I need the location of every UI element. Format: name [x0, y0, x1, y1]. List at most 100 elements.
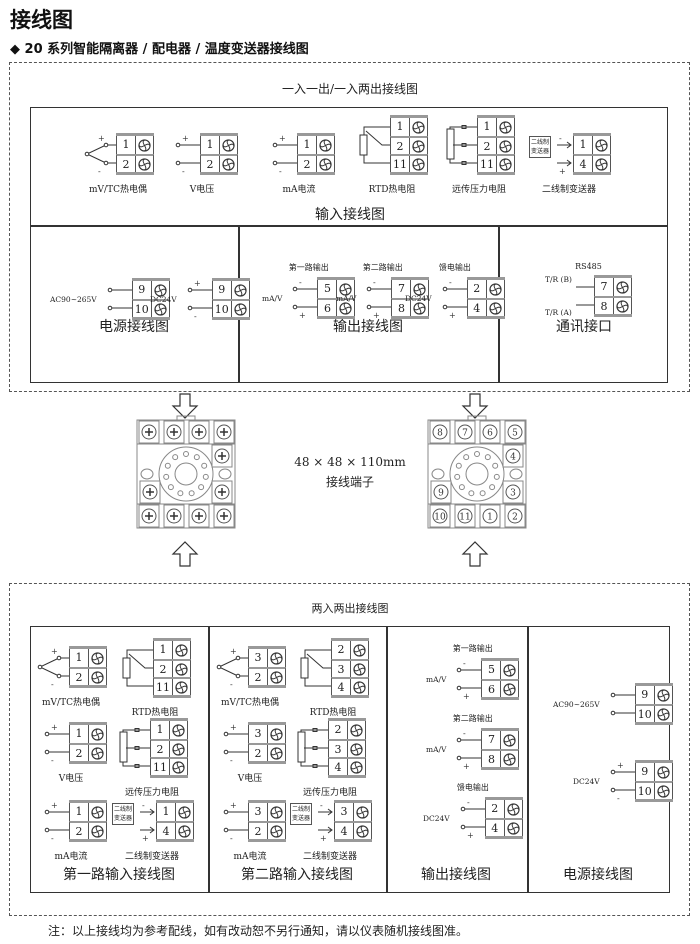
terminal-number: 8 — [482, 751, 502, 767]
terminal-ring-icon — [44, 809, 50, 815]
polarity-sign: - — [142, 801, 145, 810]
terminal-number: 9 — [438, 489, 444, 499]
terminal: 2 — [248, 667, 286, 685]
wiring-icon: +- — [44, 723, 69, 765]
polarity-sign: + — [463, 692, 470, 700]
polarity-sign: - — [449, 278, 452, 287]
socket-body — [136, 419, 236, 529]
terminal-number: 3 — [249, 649, 268, 667]
terminal-number-circle — [433, 484, 449, 500]
terminal: 2 — [390, 136, 428, 154]
terminal-ring-icon — [223, 749, 229, 755]
diagram-heading: 第二路输出 — [452, 714, 493, 723]
terminal: 3 — [334, 803, 372, 821]
polarity-sign: - — [467, 798, 470, 807]
screw-icon — [411, 300, 428, 316]
diagram-label: 远传压力电阻 — [302, 788, 357, 798]
terminal-ring-icon — [610, 787, 616, 793]
polarity-sign: - — [373, 278, 376, 287]
wire-line — [180, 144, 200, 164]
screw-icon — [89, 669, 106, 685]
diagram-label: mV/TC热电偶 — [42, 698, 100, 708]
terminal: 2 — [69, 743, 107, 761]
terminal: 3 — [248, 803, 286, 821]
pin-hole — [177, 490, 184, 497]
wiring-v: +- — [35, 800, 69, 843]
terminal-ring-icon — [44, 749, 50, 755]
polarity-sign: - — [279, 167, 282, 175]
terminal: 7 — [391, 280, 430, 298]
screw-icon — [351, 679, 368, 695]
terminal-number: 2 — [249, 745, 268, 761]
screw-icon — [268, 725, 285, 743]
wiring-v: -+ — [451, 797, 485, 840]
terminal-ring-icon — [175, 142, 181, 148]
power-wiring-title: 电源接线图 — [99, 319, 169, 335]
terminal-number: 8 — [595, 298, 614, 314]
screw-icon — [89, 745, 106, 761]
screw-icon — [220, 136, 237, 154]
wire-line — [614, 694, 635, 714]
wiring-v: +- — [214, 722, 248, 765]
screw-icon — [487, 300, 504, 316]
screw-icon — [136, 156, 153, 172]
polarity-sign: + — [194, 279, 201, 288]
terminal: 5 — [317, 280, 356, 298]
wiring-tw: -+二线制变送器 — [527, 133, 573, 176]
terminal-number: 7 — [462, 429, 468, 439]
wiring-icon: +- — [187, 279, 212, 321]
terminal: 1 — [116, 136, 154, 154]
wiring-icon: -+ — [367, 278, 392, 320]
side-label: mA/V — [426, 744, 447, 754]
diagram-label: 二线制变送器 — [541, 185, 596, 195]
terminal-number: 7 — [482, 731, 502, 749]
polarity-sign: - — [230, 756, 233, 764]
screw-icon — [348, 721, 365, 739]
screw-icon — [487, 280, 504, 298]
diagram-label: 二线制变送器 — [302, 852, 357, 862]
terminal-ring-icon — [610, 692, 616, 698]
polarity-sign: - — [320, 801, 323, 810]
wiring-icon: +- — [610, 761, 635, 803]
terminal-ring-icon — [103, 160, 109, 166]
terminal-number: 1 — [154, 641, 173, 659]
transmitter-box: 二线制变送器 — [290, 803, 312, 825]
terminal-ring-icon — [457, 667, 462, 673]
wire-line — [277, 144, 297, 164]
connector-icon — [134, 728, 140, 732]
terminal: 2 — [248, 821, 286, 839]
screw-cross — [220, 512, 228, 520]
terminal: 2 — [477, 136, 515, 154]
polarity-sign: - — [230, 680, 233, 688]
screw-icon — [593, 136, 610, 154]
polarity-sign: - — [51, 680, 54, 688]
terminal-number-circle — [507, 424, 523, 440]
wiring-icon — [122, 649, 153, 687]
screw-icon — [410, 118, 427, 136]
resistor-icon — [300, 657, 309, 679]
screw-cross — [218, 452, 226, 460]
terminal-ring-icon — [84, 151, 90, 157]
terminal: 9 — [211, 281, 250, 299]
terminal-number: 2 — [249, 823, 268, 839]
wiring-v: -+ — [283, 277, 318, 320]
terminal: 11 — [477, 154, 515, 172]
terminal-number: 2 — [154, 661, 173, 677]
diagram-label: RTD热电阻 — [368, 185, 416, 195]
